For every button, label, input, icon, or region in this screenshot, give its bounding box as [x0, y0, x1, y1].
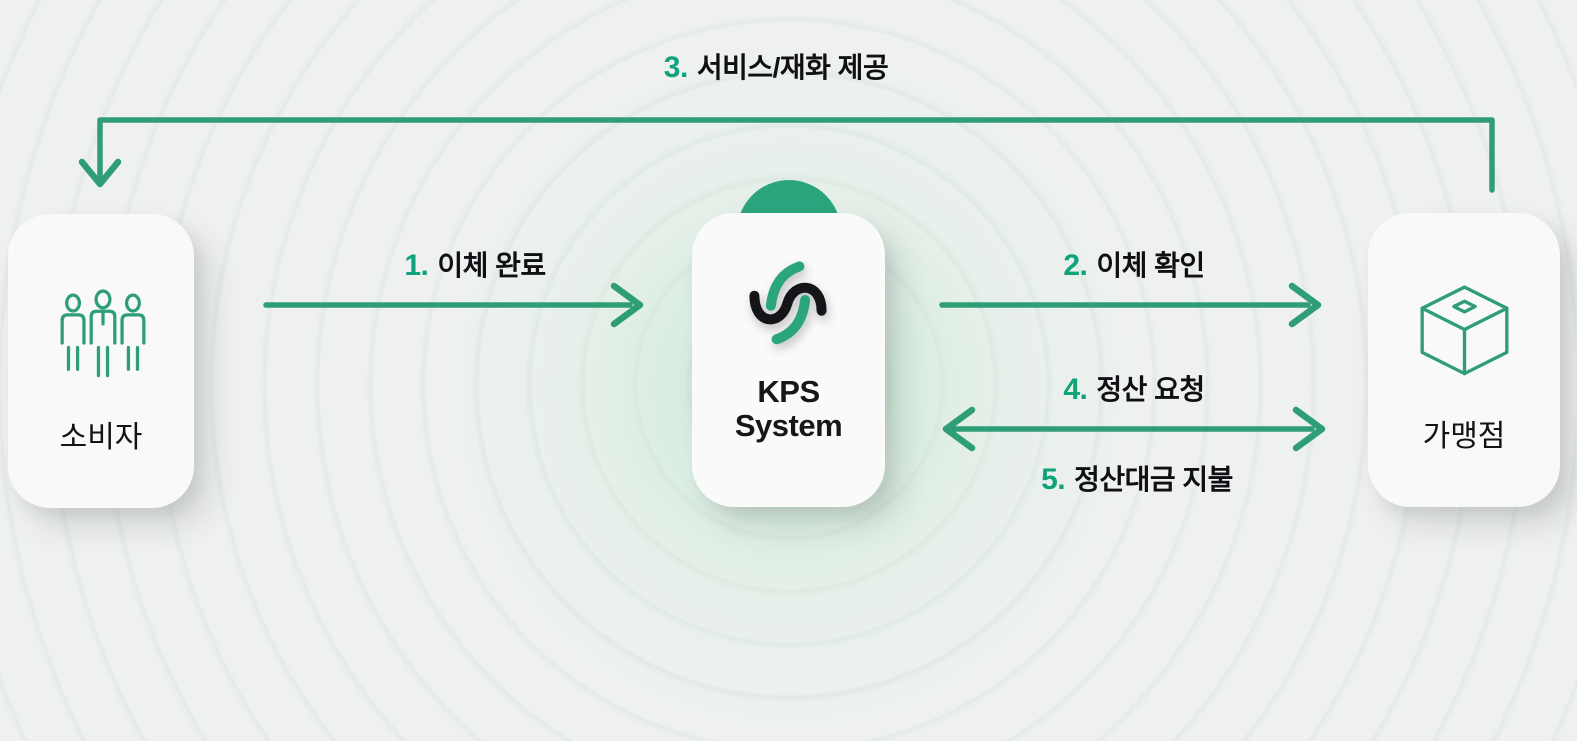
kps-title-line1: KPS	[757, 374, 820, 409]
arrow-45-head-left	[942, 406, 976, 452]
flow-1-text: 이체 완료	[437, 250, 546, 281]
flow-label-1: 1. 이체 완료	[404, 244, 546, 284]
arrow-2-head	[1288, 282, 1322, 328]
flow-3-text: 서비스/재화 제공	[696, 52, 889, 83]
flow-label-5: 5. 정산대금 지불	[1041, 458, 1233, 498]
flow-label-4: 4. 정산 요청	[1063, 368, 1205, 408]
flow-label-3: 3.서비스/재화 제공	[663, 46, 889, 86]
merchant-label: 가맹점	[1422, 420, 1506, 453]
kps-title: KPS System	[692, 375, 885, 443]
flow-4-text: 정산 요청	[1096, 374, 1205, 405]
flow-3-number: 3.	[663, 51, 689, 84]
arrow-3-head	[78, 158, 122, 188]
cube-icon	[1420, 285, 1509, 376]
flow-5-number: 5.	[1041, 463, 1066, 496]
flow-4-number: 4.	[1063, 373, 1088, 406]
flow-2-text: 이체 확인	[1096, 250, 1205, 281]
kps-title-line2: System	[734, 408, 843, 443]
arrow-1-head	[610, 282, 644, 328]
arrow-45-head-right	[1292, 406, 1326, 452]
flow-1-number: 1.	[404, 249, 429, 282]
flow-5-text: 정산대금 지불	[1074, 464, 1233, 495]
flow-label-2: 2. 이체 확인	[1063, 244, 1205, 284]
arrow-3-line	[97, 117, 1495, 193]
merchant-card: 가맹점	[1368, 213, 1560, 507]
consumer-label: 소비자	[59, 421, 143, 454]
consumer-card: 소비자	[8, 214, 194, 508]
kps-logo-icon	[749, 261, 827, 345]
flow-2-number: 2.	[1063, 249, 1088, 282]
people-group-icon	[60, 286, 146, 378]
kps-system-card: KPS System	[692, 213, 885, 507]
